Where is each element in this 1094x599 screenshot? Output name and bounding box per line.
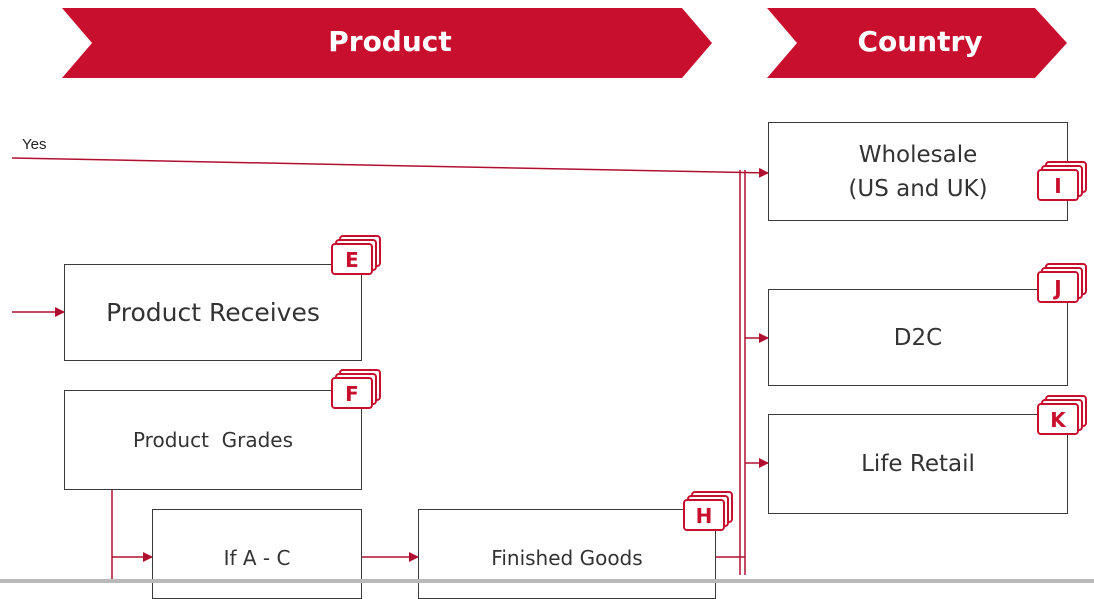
badge-h-letter: H [695,504,713,528]
yes-arrow [11,157,769,178]
finished-goods-label: Finished Goods [491,546,643,570]
d2c-box: D2C [768,289,1068,386]
badge-f-letter: F [345,382,359,406]
life-retail-box: Life Retail [768,414,1068,514]
wholesale-box: Wholesale (US and UK) [768,122,1068,221]
d2c-label: D2C [893,324,943,351]
connectors [11,157,769,583]
life-retail-label: Life Retail [861,451,975,477]
finished-goods-box: Finished Goods [418,509,716,599]
document-badge-j-icon [1037,263,1087,303]
wholesale-label: Wholesale (US and UK) [848,141,988,202]
product-grades-label: Product Grades [132,428,294,452]
document-badge-i-icon [1037,161,1087,201]
product-grades-box: Product Grades [64,390,362,490]
bottom-rule [0,579,1094,583]
country-chevron [767,8,1067,78]
badge-i-letter: I [1054,174,1062,198]
document-badge-f-icon [331,369,381,409]
badge-j-letter: J [1054,276,1062,300]
product-receives-box: Product Receives [64,264,362,361]
product-receives-label: Product Receives [106,298,320,327]
country-header: Country [857,25,983,58]
product-chevron [62,8,712,78]
badge-e-letter: E [345,248,359,272]
yes-label: Yes [22,136,47,153]
if-a-c-box: If A - C [152,509,362,599]
badge-k-letter: K [1050,408,1066,432]
if-a-c-label: If A - C [223,546,291,570]
document-badge-e-icon [331,235,381,275]
document-badge-h-icon [683,491,733,531]
product-header: Product [328,25,452,58]
document-badge-k-icon [1037,395,1087,435]
